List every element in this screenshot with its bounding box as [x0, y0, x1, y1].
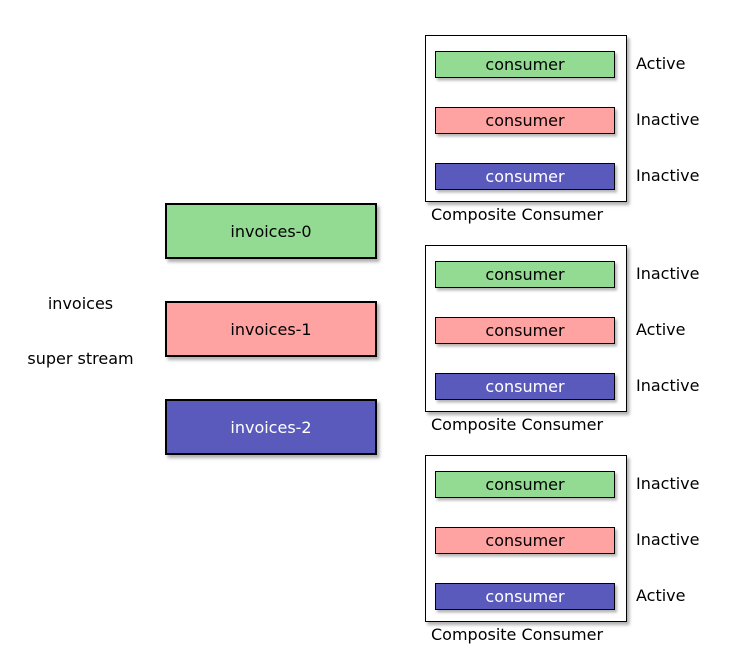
consumer-status-label: Active: [636, 54, 686, 73]
consumer-status-label: Inactive: [636, 166, 700, 185]
consumer-label: consumer: [485, 587, 565, 606]
consumer-node: consumer: [435, 261, 615, 288]
consumer-label: consumer: [485, 531, 565, 550]
partition-invoices-1: invoices-1: [165, 301, 377, 357]
consumer-label: consumer: [485, 475, 565, 494]
partition-invoices-0: invoices-0: [165, 203, 377, 259]
consumer-status-label: Inactive: [636, 264, 700, 283]
partition-label: invoices-0: [230, 221, 312, 241]
consumer-node: consumer: [435, 471, 615, 498]
consumer-label: consumer: [485, 55, 565, 74]
consumer-node: consumer: [435, 317, 615, 344]
consumer-node: consumer: [435, 527, 615, 554]
consumer-status-label: Inactive: [636, 376, 700, 395]
consumer-node: consumer: [435, 163, 615, 190]
consumer-label: consumer: [485, 167, 565, 186]
consumer-node: consumer: [435, 51, 615, 78]
consumer-status-label: Active: [636, 586, 686, 605]
partition-label: invoices-2: [230, 417, 312, 437]
consumer-status-label: Active: [636, 320, 686, 339]
stream-type-label: super stream: [27, 349, 134, 368]
composite-consumer-caption: Composite Consumer: [431, 205, 604, 224]
composite-consumer-box-1: consumer consumer consumer: [425, 35, 627, 202]
consumer-label: consumer: [485, 111, 565, 130]
consumer-node: consumer: [435, 373, 615, 400]
consumer-node: consumer: [435, 107, 615, 134]
composite-consumer-box-2: consumer consumer consumer: [425, 245, 627, 412]
consumer-status-label: Inactive: [636, 530, 700, 549]
partition-invoices-2: invoices-2: [165, 399, 377, 455]
composite-consumer-box-3: consumer consumer consumer: [425, 455, 627, 622]
composite-consumer-caption: Composite Consumer: [431, 625, 604, 644]
consumer-label: consumer: [485, 321, 565, 340]
composite-consumer-caption: Composite Consumer: [431, 415, 604, 434]
consumer-status-label: Inactive: [636, 110, 700, 129]
consumer-label: consumer: [485, 265, 565, 284]
partition-label: invoices-1: [230, 319, 312, 339]
consumer-status-label: Inactive: [636, 474, 700, 493]
stream-name-label: invoices: [47, 294, 114, 313]
consumer-label: consumer: [485, 377, 565, 396]
consumer-node: consumer: [435, 583, 615, 610]
